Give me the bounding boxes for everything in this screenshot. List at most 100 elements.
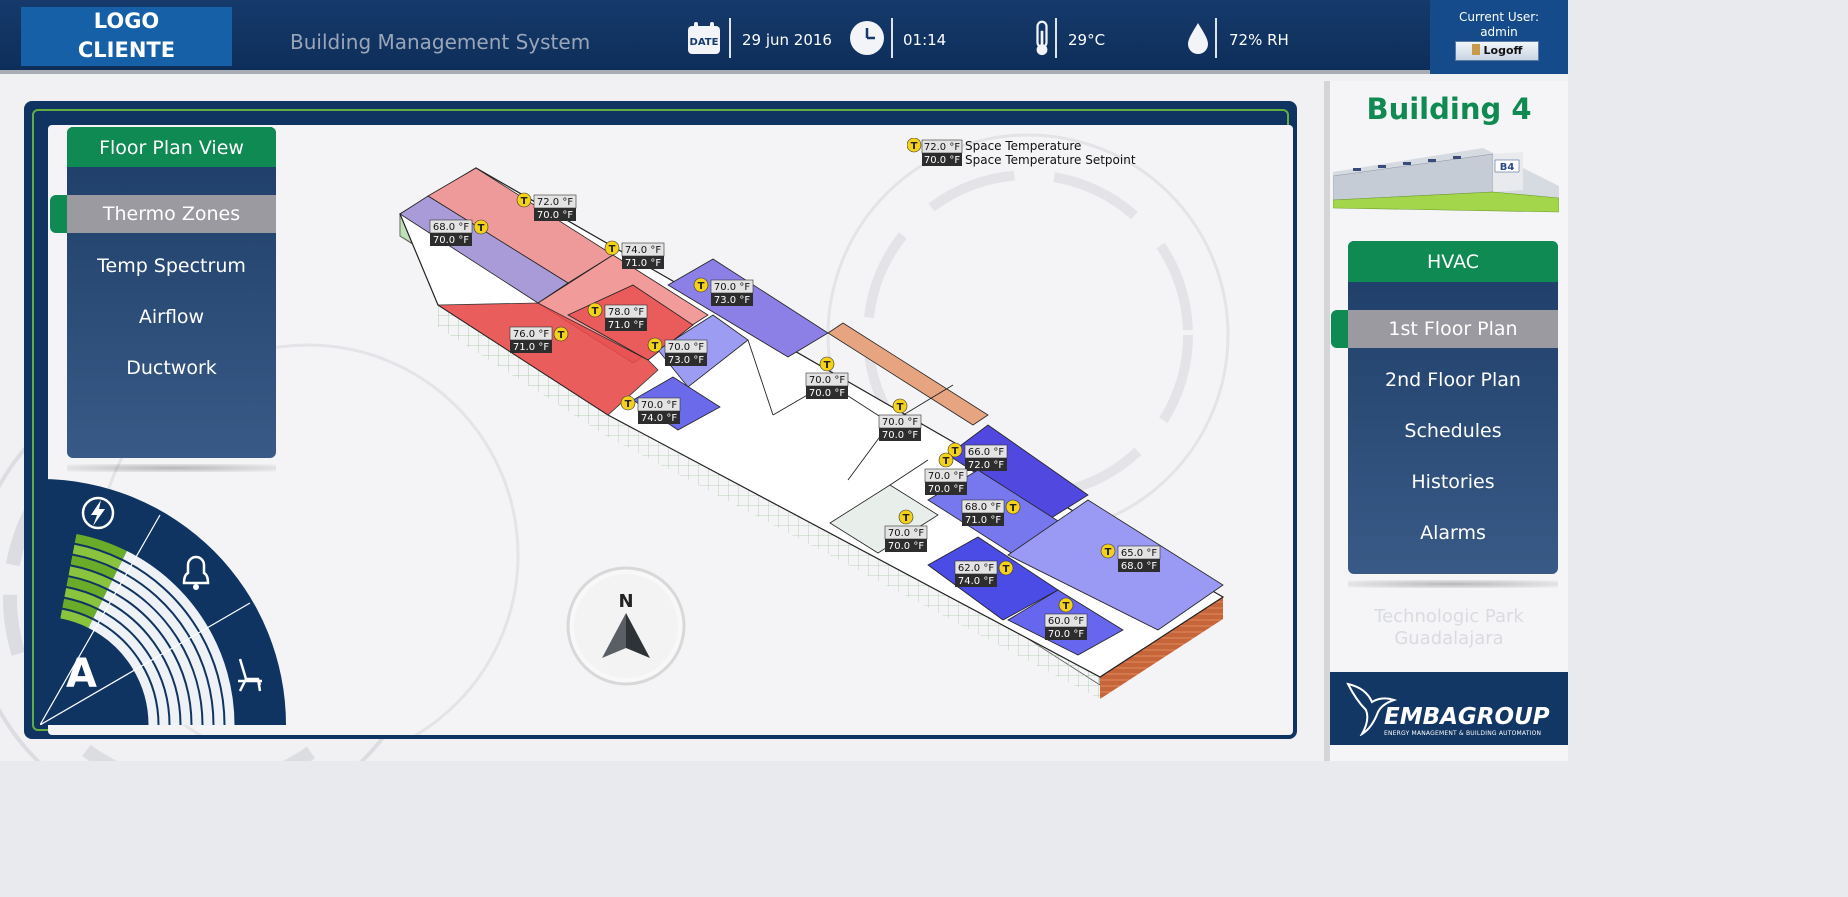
zone-label[interactable]: 72.0 °F70.0 °FT [516, 192, 577, 221]
compass: N [566, 566, 686, 686]
floor-plan-view-menu: Floor Plan View Thermo Zones Temp Spectr… [67, 127, 276, 458]
zone-label[interactable]: 70.0 °F74.0 °FT [620, 395, 681, 424]
building-thumbnail: B4 [1333, 148, 1559, 213]
thermostat-badge-icon [693, 277, 709, 293]
zone-temperature: 68.0 °F [433, 222, 469, 233]
current-user-name: admin [1480, 25, 1518, 39]
svg-text:T: T [952, 446, 959, 457]
thermostat-badge-icon [553, 326, 569, 342]
calendar-icon: DATE [688, 22, 720, 54]
menu-item-thermo-zones[interactable]: Thermo Zones [67, 195, 276, 233]
zone-temperature: 66.0 °F [968, 447, 1004, 458]
zone-label[interactable]: 74.0 °F71.0 °FT [604, 240, 665, 269]
date-icon-label: DATE [690, 37, 719, 48]
svg-text:T: T [1003, 564, 1010, 575]
zone-neutral-brick [827, 322, 989, 426]
dashboard-letter: A [66, 651, 97, 697]
thermometer-icon [1036, 20, 1048, 56]
thermostat-badge-icon [819, 356, 835, 372]
header-humidity: 72% RH [1229, 31, 1289, 49]
header-separator [1055, 18, 1057, 58]
svg-text:T: T [943, 456, 950, 467]
menu-item-ductwork[interactable]: Ductwork [126, 357, 217, 379]
thermostat-badge-icon [473, 219, 489, 235]
hvac-menu: HVAC 1st Floor Plan 2nd Floor Plan Sched… [1348, 241, 1558, 574]
zone-temperature: 74.0 °F [625, 245, 661, 256]
menu-item-1st-floor-plan[interactable]: 1st Floor Plan [1348, 310, 1558, 348]
header-date: 29 jun 2016 [742, 31, 832, 49]
svg-text:72.0 °F: 72.0 °F [924, 142, 960, 153]
zone-setpoint: 68.0 °F [1121, 561, 1157, 572]
zone-setpoint: 74.0 °F [641, 413, 677, 424]
svg-text:T: T [625, 399, 632, 410]
client-logo: LOGO CLIENTE [21, 7, 232, 66]
zone-setpoint: 71.0 °F [608, 320, 644, 331]
zone-setpoint: 70.0 °F [1048, 629, 1084, 640]
zone-label[interactable]: 68.0 °F70.0 °FT [429, 219, 489, 246]
menu-item-2nd-floor-plan[interactable]: 2nd Floor Plan [1385, 369, 1521, 391]
zone-temperature: 70.0 °F [714, 282, 750, 293]
zone-label[interactable]: 65.0 °F68.0 °FT [1100, 543, 1161, 572]
zone-hot-large [436, 302, 659, 416]
app-root: LOGO CLIENTE Building Management System … [0, 0, 1568, 761]
zone-label[interactable]: 60.0 °F 70.0 °F T [1044, 597, 1088, 640]
logo-line-2: CLIENTE [77, 38, 176, 62]
lightning-icon[interactable] [81, 496, 115, 530]
menu-item-schedules[interactable]: Schedules [1404, 420, 1502, 442]
zone-label[interactable]: 66.0 °F72.0 °FT [947, 442, 1008, 471]
zone-label[interactable]: 70.0 °F70.0 °FT [878, 398, 922, 441]
thermostat-badge-icon [620, 395, 636, 411]
thermostat-badge-icon [998, 560, 1014, 576]
menu-item-airflow[interactable]: Airflow [138, 306, 205, 328]
menu-item-histories[interactable]: Histories [1411, 471, 1495, 493]
svg-text:T: T [897, 402, 904, 413]
floor-plan-view-title: Floor Plan View [67, 127, 276, 167]
zone-label[interactable]: 70.0 °F70.0 °FT [884, 509, 928, 552]
svg-text:T: T [911, 141, 918, 152]
zone-setpoint: 70.0 °F [433, 235, 469, 246]
zone-setpoint: 71.0 °F [513, 342, 549, 353]
logoff-label: Logoff [1483, 44, 1523, 57]
zone-label[interactable]: 70.0 °F70.0 °FT [805, 356, 849, 399]
zone-temperature: 60.0 °F [1048, 616, 1084, 627]
company-logo: EMBAGROUP ENERGY MANAGEMENT & BUILDING A… [1330, 672, 1568, 745]
svg-text:T: T [652, 341, 659, 352]
thermostat-badge-icon [587, 302, 603, 318]
header-temperature: 29°C [1068, 31, 1106, 49]
hvac-menu-title: HVAC [1348, 241, 1558, 282]
svg-text:T: T [1063, 601, 1070, 612]
app-title: Building Management System [290, 30, 591, 54]
compass-north-label: N [618, 591, 633, 612]
zone-setpoint: 70.0 °F [809, 388, 845, 399]
bell-icon[interactable] [182, 555, 210, 590]
zone-temperature: 62.0 °F [958, 563, 994, 574]
legend-t-badge-icon [907, 138, 922, 153]
zone-label[interactable]: 78.0 °F71.0 °FT [587, 302, 648, 331]
logoff-button[interactable]: Logoff [1455, 41, 1539, 61]
zone-temperature: 68.0 °F [965, 502, 1001, 513]
zone-label[interactable]: 68.0 °F71.0 °FT [961, 499, 1021, 526]
chair-icon[interactable] [238, 658, 262, 692]
building-wall-east [1100, 597, 1223, 699]
door-icon [1471, 44, 1480, 55]
thermostat-badge-icon [947, 442, 963, 458]
zone-setpoint: 74.0 °F [958, 576, 994, 587]
menu-item-temp-spectrum[interactable]: Temp Spectrum [97, 255, 246, 277]
svg-text:T: T [592, 306, 599, 317]
clock-icon [850, 21, 884, 55]
building-wall-front [438, 305, 608, 437]
thermostat-badge-icon [516, 192, 532, 208]
svg-text:T: T [698, 281, 705, 292]
zone-label[interactable]: 70.0 °F 73.0 °F T [693, 277, 754, 306]
building-sign: B4 [1500, 162, 1515, 173]
compass-needle-icon [602, 613, 626, 658]
zone-label[interactable]: 76.0 °F71.0 °FT [509, 326, 569, 353]
zone-label[interactable]: 62.0 °F 74.0 °F T [954, 560, 1014, 587]
zone-label[interactable]: 70.0 °F73.0 °FT [647, 337, 708, 366]
zone-label[interactable]: 70.0 °F70.0 °FT [924, 452, 968, 495]
menu-item-alarms[interactable]: Alarms [1420, 522, 1486, 544]
thermostat-badge-icon [938, 452, 954, 468]
legend-setpoint-swatch [922, 153, 962, 166]
header-separator [891, 18, 893, 58]
zone-setpoint: 73.0 °F [714, 295, 750, 306]
